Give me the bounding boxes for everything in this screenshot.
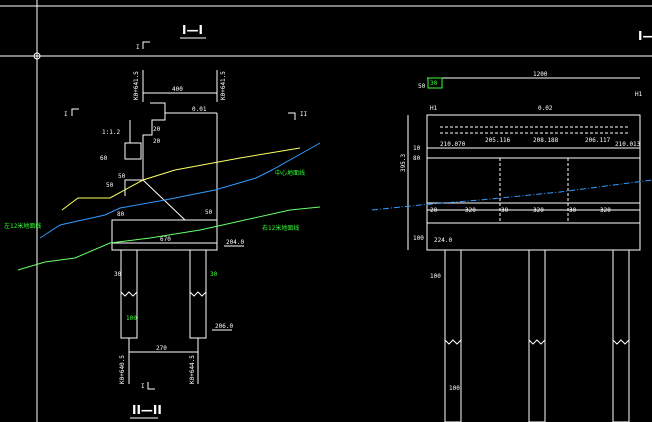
top-station-label-right: K0+641.5 [220,71,227,100]
seg-30b: 30 [569,207,577,214]
dim-100-b: 100 [430,273,441,280]
section-mark-top: I [136,44,140,51]
right12-ground [17,206,321,271]
dim-50: 50 [418,83,426,90]
bottom-left-station: K0+640.5 [119,355,126,384]
elev-4: 206.117 [585,137,611,144]
slope: 0.02 [538,105,553,112]
dim-30: 30 [430,80,438,87]
dim-60: 60 [100,155,108,162]
dim-395: 395.3 [400,154,407,172]
section-mark-bottom: I [141,383,145,390]
dim-100: 100 [126,315,137,322]
left-view-title: I—I [182,23,203,37]
right-pile-1 [444,249,462,422]
right-pile-2 [528,249,546,422]
dim-50-a: 50 [118,173,126,180]
section-mark-top-corner [142,41,150,49]
dim-30-a: 30 [114,271,122,278]
left12-ground [39,142,321,239]
right-pile-2-break [528,339,546,345]
section-mark-right-corner [288,112,296,120]
right-footing [426,222,641,251]
right-pile-3-break [612,339,630,345]
dim-30-box [427,77,443,89]
elev-1: 210.070 [440,141,466,148]
section-mark-left: I [64,111,68,118]
elev-206: 206.0 [215,323,233,330]
left-section-view: I—I I I II I K0+641.5 K0+641.5 400 0.01 … [4,23,321,419]
dim-80: 80 [413,155,421,162]
left-view-bottom-title: II—II [132,403,162,417]
dim-100-a: 100 [413,235,424,242]
seg-2: 320 [533,207,544,214]
elev-3: 208.188 [533,137,559,144]
elev-5: 210.013 [615,141,641,148]
dim-400: 400 [172,86,183,93]
section-mark-bottom-corner [147,382,155,390]
pile-bottom-dim: 100 [449,385,460,392]
dim-1-1-2: 1:1.2 [102,129,120,136]
dim-50-b: 50 [205,209,213,216]
h1-right: H1 [635,91,643,98]
dim-50-c: 50 [106,182,114,189]
dim-1200: 1200 [533,71,548,78]
frame-corner-marker [33,52,41,60]
seg-30a: 30 [501,207,509,214]
pile-right-break [189,291,207,297]
dim-670: 670 [160,236,171,243]
seg-1: 320 [465,207,476,214]
elev-204: 204.0 [226,239,244,246]
right-view-title: I—I [638,29,652,43]
dim-0-01: 0.01 [192,106,207,113]
pile-left-break [120,291,138,297]
elev-base: 224.0 [434,237,452,244]
seg-3: 320 [600,207,611,214]
dim-270: 270 [156,345,167,352]
bottom-right-station: K0+644.5 [189,355,196,384]
label-right12: 右12米地面线 [262,224,299,232]
label-centerline: 中心地面线 [275,169,305,177]
dim-20-a: 20 [153,126,161,133]
right-pile-3 [612,249,630,422]
dim-20-b: 20 [153,138,161,145]
abutment-backwall [124,102,166,196]
section-mark-left-corner [71,108,79,116]
abutment-footing [111,219,218,251]
top-station-label: K0+641.5 [133,71,140,100]
section-mark-right: II [300,111,308,118]
centerline-ground [61,147,301,211]
dim-30-b: 30 [210,271,218,278]
dim-80: 80 [117,211,125,218]
h1-left: H1 [430,105,438,112]
bearing-block [124,142,142,160]
right-pile-1-break [444,339,462,345]
elev-2: 205.116 [485,137,511,144]
dim-10: 10 [413,145,421,152]
label-left12: 左12米地面线 [4,222,41,230]
right-elevation-view: I—I 1200 30 50 H1 H1 0.02 210.070 205.11… [371,29,652,422]
right-ground-line [371,179,652,211]
